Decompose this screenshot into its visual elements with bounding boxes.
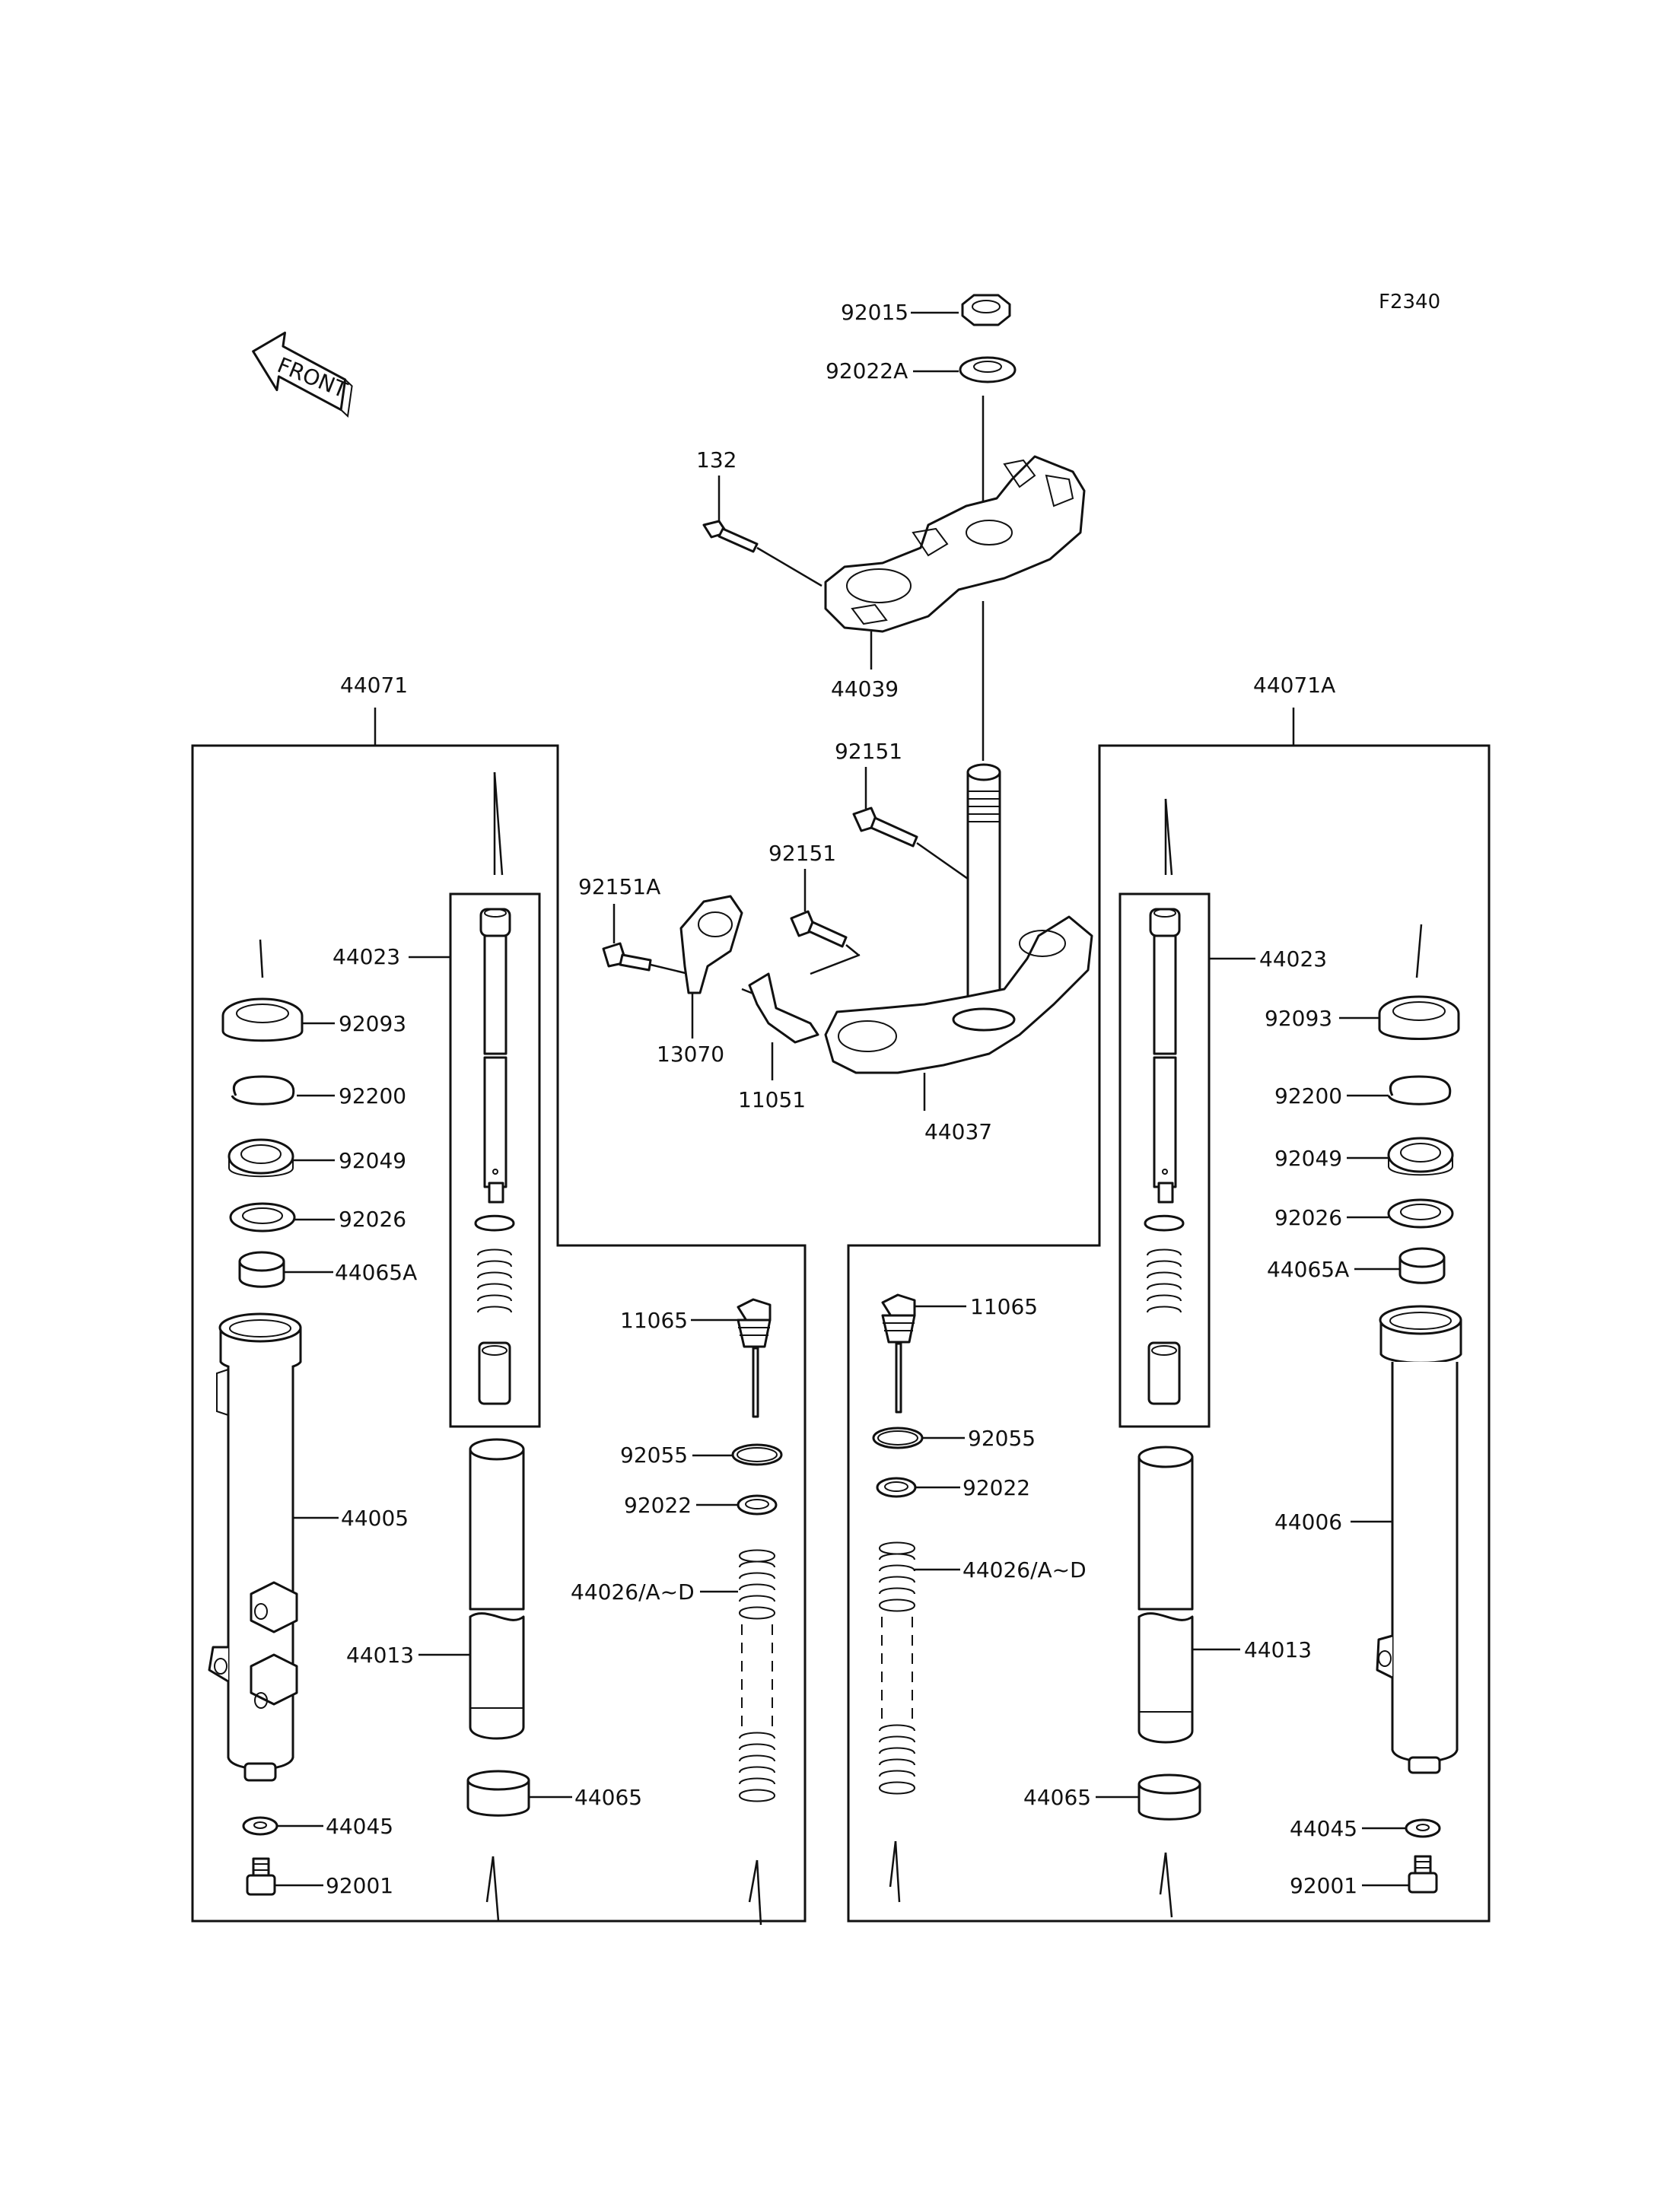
left-washer-92022 bbox=[737, 1494, 778, 1516]
right-washer-92026 bbox=[1387, 1198, 1454, 1229]
right-label-44065: 44065 bbox=[1023, 1785, 1091, 1810]
left-oring-92055 bbox=[731, 1443, 783, 1466]
label-44071A: 44071A bbox=[1253, 673, 1335, 698]
left-label-92200: 92200 bbox=[339, 1083, 406, 1109]
label-92151-mid: 92151 bbox=[768, 841, 836, 866]
right-label-92200: 92200 bbox=[1274, 1083, 1342, 1109]
left-label-44023: 44023 bbox=[332, 944, 400, 969]
right-damper-rod-44023 bbox=[1144, 908, 1185, 1405]
left-label-92055: 92055 bbox=[620, 1443, 688, 1468]
washer-92022A bbox=[959, 356, 1017, 383]
left-label-92093: 92093 bbox=[339, 1011, 406, 1036]
front-arrow-icon: FRONT bbox=[252, 331, 353, 418]
right-damper-rod-box bbox=[1118, 892, 1211, 1428]
label-11051: 11051 bbox=[738, 1087, 806, 1112]
right-label-44013: 44013 bbox=[1244, 1637, 1312, 1662]
bolt-92151-mid bbox=[790, 910, 848, 948]
right-outer-tube-44006 bbox=[1376, 1305, 1462, 1774]
left-label-92001: 92001 bbox=[326, 1873, 393, 1898]
bolt-132 bbox=[702, 520, 759, 553]
right-label-44023: 44023 bbox=[1259, 946, 1327, 972]
cable-guide-13070 bbox=[679, 895, 743, 994]
right-bolt-92001 bbox=[1408, 1855, 1438, 1894]
right-bushing-44065A bbox=[1398, 1247, 1446, 1284]
steering-stem-44037 bbox=[824, 763, 1093, 1074]
left-fork-assembly-box bbox=[191, 744, 807, 1923]
right-label-92049: 92049 bbox=[1274, 1146, 1342, 1171]
left-washer-92026 bbox=[229, 1202, 296, 1233]
right-label-92001: 92001 bbox=[1290, 1873, 1357, 1898]
right-cap-92093 bbox=[1378, 995, 1460, 1040]
right-damper-11065 bbox=[881, 1293, 916, 1414]
left-clip-92200 bbox=[231, 1075, 295, 1105]
label-92015: 92015 bbox=[841, 300, 908, 325]
left-label-44065A: 44065A bbox=[335, 1260, 417, 1285]
label-44071: 44071 bbox=[340, 673, 408, 698]
right-oring-92055 bbox=[872, 1427, 924, 1449]
left-label-92026: 92026 bbox=[339, 1207, 406, 1232]
diagram-code: F2340 bbox=[1379, 291, 1440, 313]
right-oil-seal-92049 bbox=[1387, 1137, 1454, 1176]
label-44039: 44039 bbox=[831, 676, 899, 701]
right-label-92093: 92093 bbox=[1265, 1006, 1332, 1031]
left-label-11065: 11065 bbox=[620, 1308, 688, 1333]
right-bushing-44065 bbox=[1138, 1773, 1201, 1821]
right-inner-tube-44013 bbox=[1138, 1446, 1194, 1744]
right-label-92055: 92055 bbox=[968, 1426, 1036, 1451]
left-label-44065: 44065 bbox=[574, 1785, 642, 1810]
left-label-44005: 44005 bbox=[341, 1506, 409, 1531]
right-fork-assembly-box bbox=[847, 744, 1491, 1923]
left-damper-rod-44023 bbox=[474, 908, 515, 1405]
label-44037: 44037 bbox=[924, 1119, 992, 1144]
right-label-44045: 44045 bbox=[1290, 1816, 1357, 1841]
left-oil-seal-92049 bbox=[228, 1138, 294, 1178]
left-label-92049: 92049 bbox=[339, 1148, 406, 1173]
label-92151A: 92151A bbox=[578, 874, 660, 899]
right-label-44065A: 44065A bbox=[1267, 1257, 1349, 1282]
right-label-44006: 44006 bbox=[1274, 1509, 1342, 1535]
left-label-44013: 44013 bbox=[346, 1643, 414, 1668]
label-92151-top: 92151 bbox=[835, 739, 902, 764]
left-cap-92093 bbox=[221, 997, 304, 1042]
right-label-92026: 92026 bbox=[1274, 1205, 1342, 1230]
bolt-92151-top bbox=[852, 806, 918, 848]
label-13070: 13070 bbox=[657, 1042, 724, 1067]
left-damper-rod-box bbox=[449, 892, 541, 1428]
left-spring-44026 bbox=[739, 1549, 775, 1802]
left-outer-tube-44005 bbox=[208, 1312, 302, 1782]
left-label-92022: 92022 bbox=[624, 1493, 692, 1518]
right-clip-92200 bbox=[1387, 1075, 1452, 1105]
right-label-11065: 11065 bbox=[970, 1294, 1038, 1319]
right-label-92022: 92022 bbox=[963, 1475, 1030, 1500]
bracket-11051 bbox=[748, 972, 819, 1044]
left-bushing-44065A bbox=[238, 1251, 285, 1288]
left-damper-11065 bbox=[737, 1298, 772, 1418]
left-bushing-44065 bbox=[466, 1770, 530, 1817]
left-bolt-92001 bbox=[246, 1857, 276, 1896]
upper-triple-clamp-44039 bbox=[824, 455, 1086, 633]
right-spring-44026 bbox=[879, 1541, 915, 1795]
left-label-44026: 44026/A~D bbox=[571, 1579, 695, 1605]
right-washer-92022 bbox=[876, 1477, 917, 1498]
left-washer-44045 bbox=[242, 1816, 278, 1836]
label-92022A: 92022A bbox=[826, 358, 908, 383]
right-washer-44045 bbox=[1405, 1818, 1441, 1838]
nut-92015 bbox=[961, 294, 1011, 326]
label-132: 132 bbox=[696, 447, 737, 472]
right-label-44026: 44026/A~D bbox=[963, 1557, 1087, 1582]
left-inner-tube-44013 bbox=[469, 1438, 525, 1740]
left-label-44045: 44045 bbox=[326, 1814, 393, 1839]
bolt-92151A bbox=[602, 942, 652, 972]
